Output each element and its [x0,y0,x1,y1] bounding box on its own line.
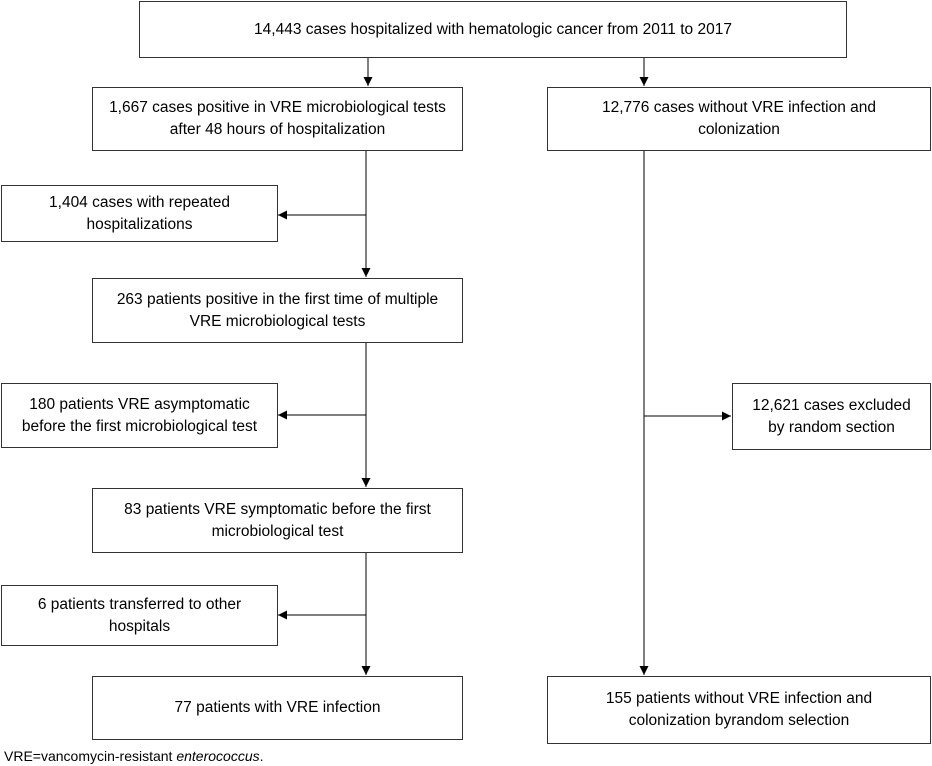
box-repeated-hospitalizations: 1,404 cases with repeated hospitalizatio… [1,185,278,242]
box-symptomatic: 83 patients VRE symptomatic before the f… [92,488,463,553]
box-vre-positive: 1,667 cases positive in VRE microbiologi… [92,87,463,151]
footnote-prefix: VRE=vancomycin-resistant [4,748,177,764]
box-controls: 155 patients without VRE infection and c… [547,676,931,744]
box-first-time-positive: 263 patients positive in the first time … [92,278,463,343]
footnote-italic: enterococcus [176,748,260,764]
box-transferred: 6 patients transferred to other hospital… [1,585,278,646]
box-total-cases: 14,443 cases hospitalized with hematolog… [139,1,847,58]
footnote: VRE=vancomycin-resistant enterococcus. [4,747,264,765]
box-without-vre: 12,776 cases without VRE infection and c… [547,87,931,151]
footnote-suffix: . [259,748,264,764]
box-asymptomatic: 180 patients VRE asymptomatic before the… [1,383,278,448]
box-vre-infection: 77 patients with VRE infection [92,676,463,740]
box-excluded: 12,621 cases excluded by random section [732,383,931,450]
